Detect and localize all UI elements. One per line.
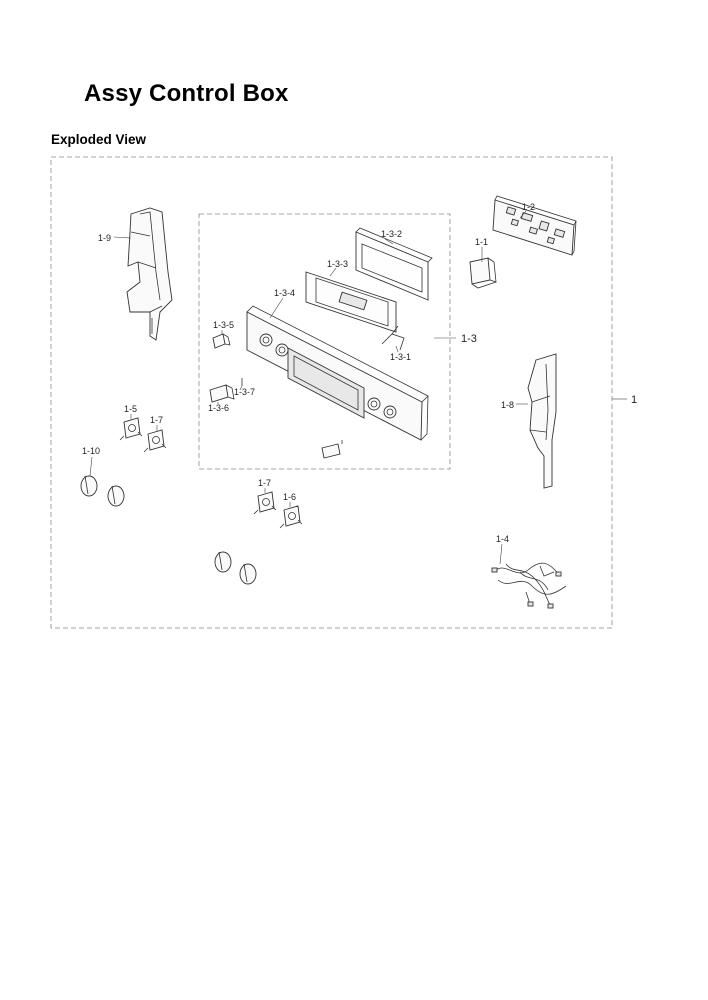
part-1-8-side-bracket: 1-8 xyxy=(501,353,557,489)
part-1-7-switch-left: 1-7 xyxy=(143,415,167,453)
part-1-3-6-block: 1-3-6 xyxy=(208,384,235,413)
part-1-3-3-lens-frame: 1-3-3 xyxy=(305,259,397,333)
part-1-3-block-lower xyxy=(321,440,343,459)
assembly-boundary xyxy=(50,156,613,629)
callout-1-3-5: 1-3-5 xyxy=(213,320,234,330)
callout-1-2: 1-2 xyxy=(522,202,535,212)
callout-1-9: 1-9 xyxy=(98,233,111,243)
part-1-2-control-board: 1-2 xyxy=(492,195,577,256)
callout-1-3-2: 1-3-2 xyxy=(381,229,402,239)
callout-1: 1 xyxy=(631,394,637,406)
part-1-9-side-bracket: 1-9 xyxy=(98,207,173,341)
part-1-10-knobs: 1-10 xyxy=(80,446,125,507)
callout-1-6: 1-6 xyxy=(283,492,296,502)
part-knobs-center xyxy=(214,551,257,585)
part-1-4-wire-harness: 1-4 xyxy=(491,534,567,609)
part-1-3-1-connector: 1-3-1 xyxy=(381,325,411,362)
callout-1-3-1: 1-3-1 xyxy=(390,352,411,362)
callout-1-5: 1-5 xyxy=(124,404,137,414)
callout-1-1: 1-1 xyxy=(475,237,488,247)
callout-1-3-4: 1-3-4 xyxy=(274,288,295,298)
part-1-3-7-screw: 1-3-7 xyxy=(234,378,255,397)
part-1-5-switch: 1-5 xyxy=(119,404,143,441)
page-title: Assy Control Box xyxy=(84,80,289,107)
subassembly-1-3-boundary xyxy=(198,213,451,470)
part-1-3-2-display-frame: 1-3-2 xyxy=(355,227,433,301)
callout-1-3-7: 1-3-7 xyxy=(234,387,255,397)
section-title: Exploded View xyxy=(51,132,147,147)
part-1-7-switch-center: 1-7 xyxy=(253,478,277,515)
callout-1-3-3: 1-3-3 xyxy=(327,259,348,269)
part-1-1-module: 1-1 xyxy=(469,237,497,289)
part-1-6-switch: 1-6 xyxy=(279,492,303,529)
callout-1-7-left: 1-7 xyxy=(150,415,163,425)
callout-1-4: 1-4 xyxy=(496,534,509,544)
part-1-3-4-control-panel: 1-3-4 xyxy=(246,288,429,441)
callout-1-8: 1-8 xyxy=(501,400,514,410)
callout-1-3: 1-3 xyxy=(461,333,477,345)
callout-1-3-6: 1-3-6 xyxy=(208,403,229,413)
part-1-3-5-clip: 1-3-5 xyxy=(212,320,234,349)
callout-1-10: 1-10 xyxy=(82,446,100,456)
callout-1-7-center: 1-7 xyxy=(258,478,271,488)
